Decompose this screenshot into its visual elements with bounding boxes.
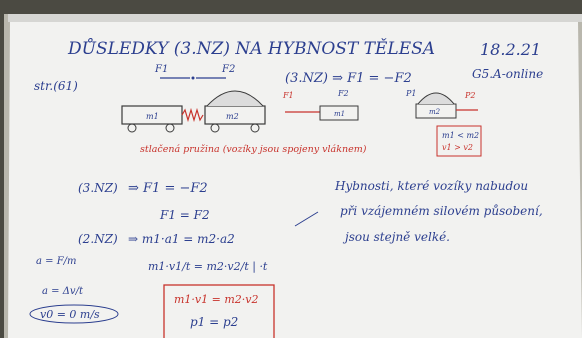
acceleration-delta: a = Δv/t (42, 286, 84, 297)
force-label-right: F2 (221, 64, 235, 75)
second-law-eq: ⇒ m1·a1 = m2·a2 (128, 232, 235, 246)
second-law-tag: (2.NZ) (78, 232, 118, 246)
label-p2: P2 (464, 91, 475, 100)
released-cart-right-mass: m2 (429, 108, 441, 116)
page-reference: str.(61) (34, 79, 78, 93)
released-cart-left-mass: m1 (334, 110, 345, 118)
label-f1: F1 (282, 91, 294, 100)
abs-equal-eq: F1 = F2 (159, 208, 210, 222)
acceleration-def: a = F/m (36, 256, 77, 267)
initial-velocity: v0 = 0 m/s (40, 308, 100, 321)
expanded-eq: m1·v1/t = m2·v2/t | ·t (148, 260, 268, 274)
note-line-3: jsou stejně velké. (342, 230, 450, 244)
momentum-equality: m1·v1 = m2·v2 (174, 293, 259, 306)
board-top-rail (8, 14, 582, 22)
label-p1: P1 (405, 89, 416, 98)
center-point (192, 77, 195, 80)
cart-right-mass: m2 (226, 112, 239, 121)
spring-caption: stlačená pružina (vozíky jsou spojeny vl… (140, 144, 367, 155)
mass-comparison: m1 < m2 (442, 131, 479, 140)
note-line-1: Hybnosti, které vozíky nabudou (334, 179, 528, 193)
force-label-left: F1 (154, 64, 168, 75)
label-f2: F2 (337, 89, 349, 98)
board-title: DŮSLEDKY (3.NZ) NA HYBNOST TĚLESA (67, 38, 435, 59)
note-line-2: při vzájemném silovém působení, (340, 203, 543, 218)
p-equality: p1 = p2 (190, 315, 238, 329)
cart-left-mass: m1 (146, 112, 159, 121)
third-law-eq: ⇒ F1 = −F2 (128, 181, 208, 196)
board-date: 18.2.21 (480, 40, 541, 59)
third-law-tag: (3.NZ) (78, 181, 118, 195)
third-law-header: (3.NZ) ⇒ F1 = −F2 (285, 71, 412, 86)
velocity-comparison: v1 > v2 (442, 143, 473, 152)
board-class: G5.A-online (472, 67, 543, 81)
